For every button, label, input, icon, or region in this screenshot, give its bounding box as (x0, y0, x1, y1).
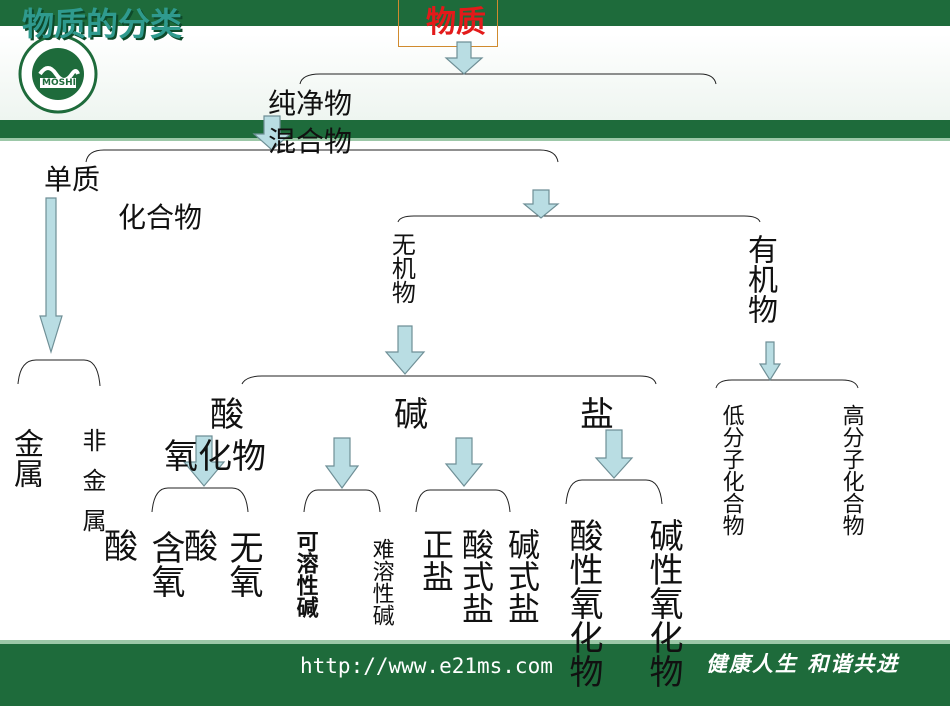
header-band (0, 0, 950, 141)
footer-url[interactable]: http://www.e21ms.com (300, 654, 553, 678)
node-salt-normal: 正盐 (417, 528, 455, 592)
node-soluble-base: 可溶性碱 (292, 530, 318, 618)
node-high-molecular: 高分子化合物 (838, 404, 864, 536)
arrow-compound (522, 189, 560, 219)
node-oxy-acid-b: 酸 (104, 527, 138, 567)
bracket-acid (151, 487, 249, 513)
footer-bottom-gap (0, 706, 950, 713)
bracket-element (17, 359, 101, 387)
header-gap (0, 26, 950, 34)
footer-top-line (0, 640, 950, 644)
bracket-pure (85, 149, 559, 163)
topic-title: 物质的分类 (22, 5, 183, 43)
arrow-element (39, 197, 63, 355)
footer-motto: 健康人生 和谐共进 (706, 652, 900, 676)
node-anoxy-acid-b: 酸 (184, 527, 218, 567)
bracket-inorganic (241, 375, 657, 385)
node-metal: 金属 (8, 428, 43, 488)
node-compound: 化合物 (118, 201, 203, 234)
node-mixture: 混合物 (268, 125, 353, 158)
arrow-salt (444, 437, 484, 487)
node-salt-basic: 碱式盐 (503, 528, 541, 624)
arrow-acid (182, 435, 226, 487)
node-salt: 盐 (580, 395, 614, 435)
root-box (398, 0, 498, 47)
node-base: 碱 (394, 395, 428, 435)
bracket-compound (397, 215, 761, 223)
arrow-inorganic (384, 325, 426, 375)
node-low-molecular: 低分子化合物 (718, 404, 744, 536)
arrow-organic (758, 341, 782, 382)
node-pure: 纯净物 (268, 87, 353, 120)
arrow-base (324, 437, 360, 490)
node-basic-oxide: 碱性氧化物 (643, 518, 683, 688)
header-bottom-line (0, 138, 950, 141)
root-node: 物质 (426, 5, 486, 40)
node-inorganic: 无机物 (387, 232, 416, 304)
node-element: 单质 (44, 163, 101, 196)
header-body (0, 34, 950, 120)
school-logo: MOSHI (18, 34, 98, 114)
node-oxy-acid-a: 含氧 (145, 530, 185, 598)
footer-gap (0, 622, 950, 632)
bracket-oxide (565, 479, 663, 505)
arrow-pure (252, 115, 292, 151)
node-salt-acidic: 酸式盐 (457, 528, 495, 624)
node-insoluble-base: 难溶性碱 (368, 538, 394, 626)
school-logo-icon (18, 34, 98, 114)
arrow-oxide (594, 429, 634, 479)
header-bottom-stripe (0, 120, 950, 138)
node-acid: 酸 (210, 395, 244, 435)
bracket-salt (415, 489, 511, 513)
arrow-root (444, 41, 484, 75)
node-oxide: 氧化物 (164, 437, 266, 477)
node-anoxy-acid-a: 无氧 (223, 530, 263, 598)
node-nonmetal: 非金属 (78, 428, 106, 548)
bracket-base (303, 489, 381, 513)
node-acidic-oxide: 酸性氧化物 (563, 518, 603, 688)
bracket-organic (715, 379, 859, 389)
bracket-root (299, 73, 717, 85)
header-top-stripe (0, 0, 950, 26)
node-organic: 有机物 (742, 234, 777, 324)
footer-band (0, 622, 950, 713)
footer-stripe (0, 644, 950, 706)
school-logo-text: MOSHI (42, 78, 76, 88)
